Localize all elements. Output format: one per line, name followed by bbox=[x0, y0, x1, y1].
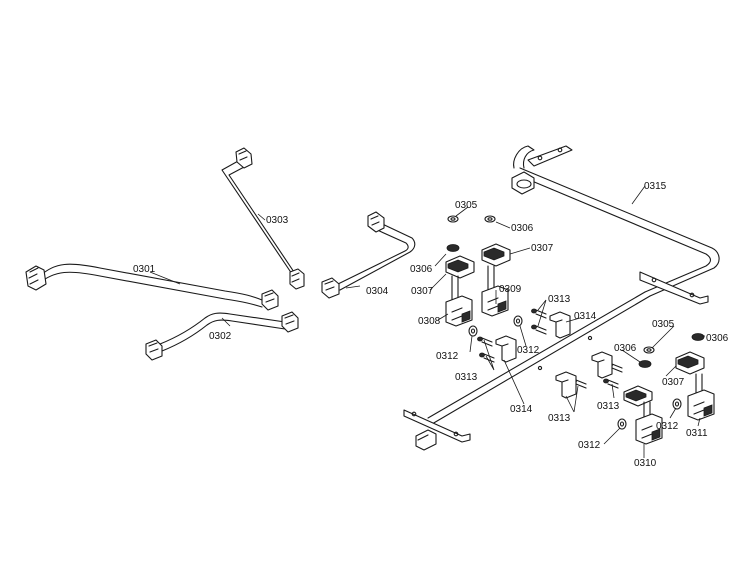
label-0315: 0315 bbox=[644, 181, 667, 192]
label-0302: 0302 bbox=[209, 331, 232, 342]
label-0309: 0309 bbox=[499, 284, 522, 295]
label-0304: 0304 bbox=[366, 286, 389, 297]
label-0313-a: 0313 bbox=[548, 294, 571, 305]
label-0306-a: 0306 bbox=[511, 223, 534, 234]
label-0312-a: 0312 bbox=[436, 351, 459, 362]
label-0306-b: 0306 bbox=[410, 264, 433, 275]
label-0311: 0311 bbox=[686, 428, 708, 439]
valve-bodies bbox=[445, 265, 715, 445]
label-0307-b: 0307 bbox=[411, 286, 434, 297]
label-0310: 0310 bbox=[634, 458, 657, 469]
part-labels: 0301 0302 0303 0304 0305 0306 0306 0307 … bbox=[133, 181, 729, 469]
label-0303: 0303 bbox=[266, 215, 289, 226]
label-0308: 0308 bbox=[418, 316, 441, 327]
label-0314-a: 0314 bbox=[574, 311, 597, 322]
label-0307-a: 0307 bbox=[531, 243, 554, 254]
washers bbox=[446, 215, 705, 368]
label-0312-d: 0312 bbox=[578, 440, 601, 451]
label-0306-c: 0306 bbox=[706, 333, 729, 344]
label-0305-a: 0305 bbox=[455, 200, 478, 211]
pipe-0302 bbox=[145, 311, 299, 361]
leader-lines bbox=[149, 185, 705, 458]
label-0314-b: 0314 bbox=[510, 404, 533, 415]
label-0306-d: 0306 bbox=[614, 343, 637, 354]
label-0313-b: 0313 bbox=[455, 372, 478, 383]
label-0313-c: 0313 bbox=[597, 401, 620, 412]
label-0312-c: 0312 bbox=[656, 421, 679, 432]
label-0307-c: 0307 bbox=[662, 377, 685, 388]
manifold-0315 bbox=[403, 145, 720, 451]
pipe-0304 bbox=[321, 211, 416, 299]
pipe-0301 bbox=[25, 263, 279, 311]
label-0313-d: 0313 bbox=[548, 413, 571, 424]
label-0301: 0301 bbox=[133, 264, 156, 275]
pipe-0303 bbox=[221, 147, 305, 290]
label-0312-b: 0312 bbox=[517, 345, 540, 356]
valve-heads-0307 bbox=[445, 243, 705, 407]
clips-0314 bbox=[495, 311, 613, 399]
seals-0312 bbox=[468, 315, 682, 430]
label-0305-b: 0305 bbox=[652, 319, 675, 330]
